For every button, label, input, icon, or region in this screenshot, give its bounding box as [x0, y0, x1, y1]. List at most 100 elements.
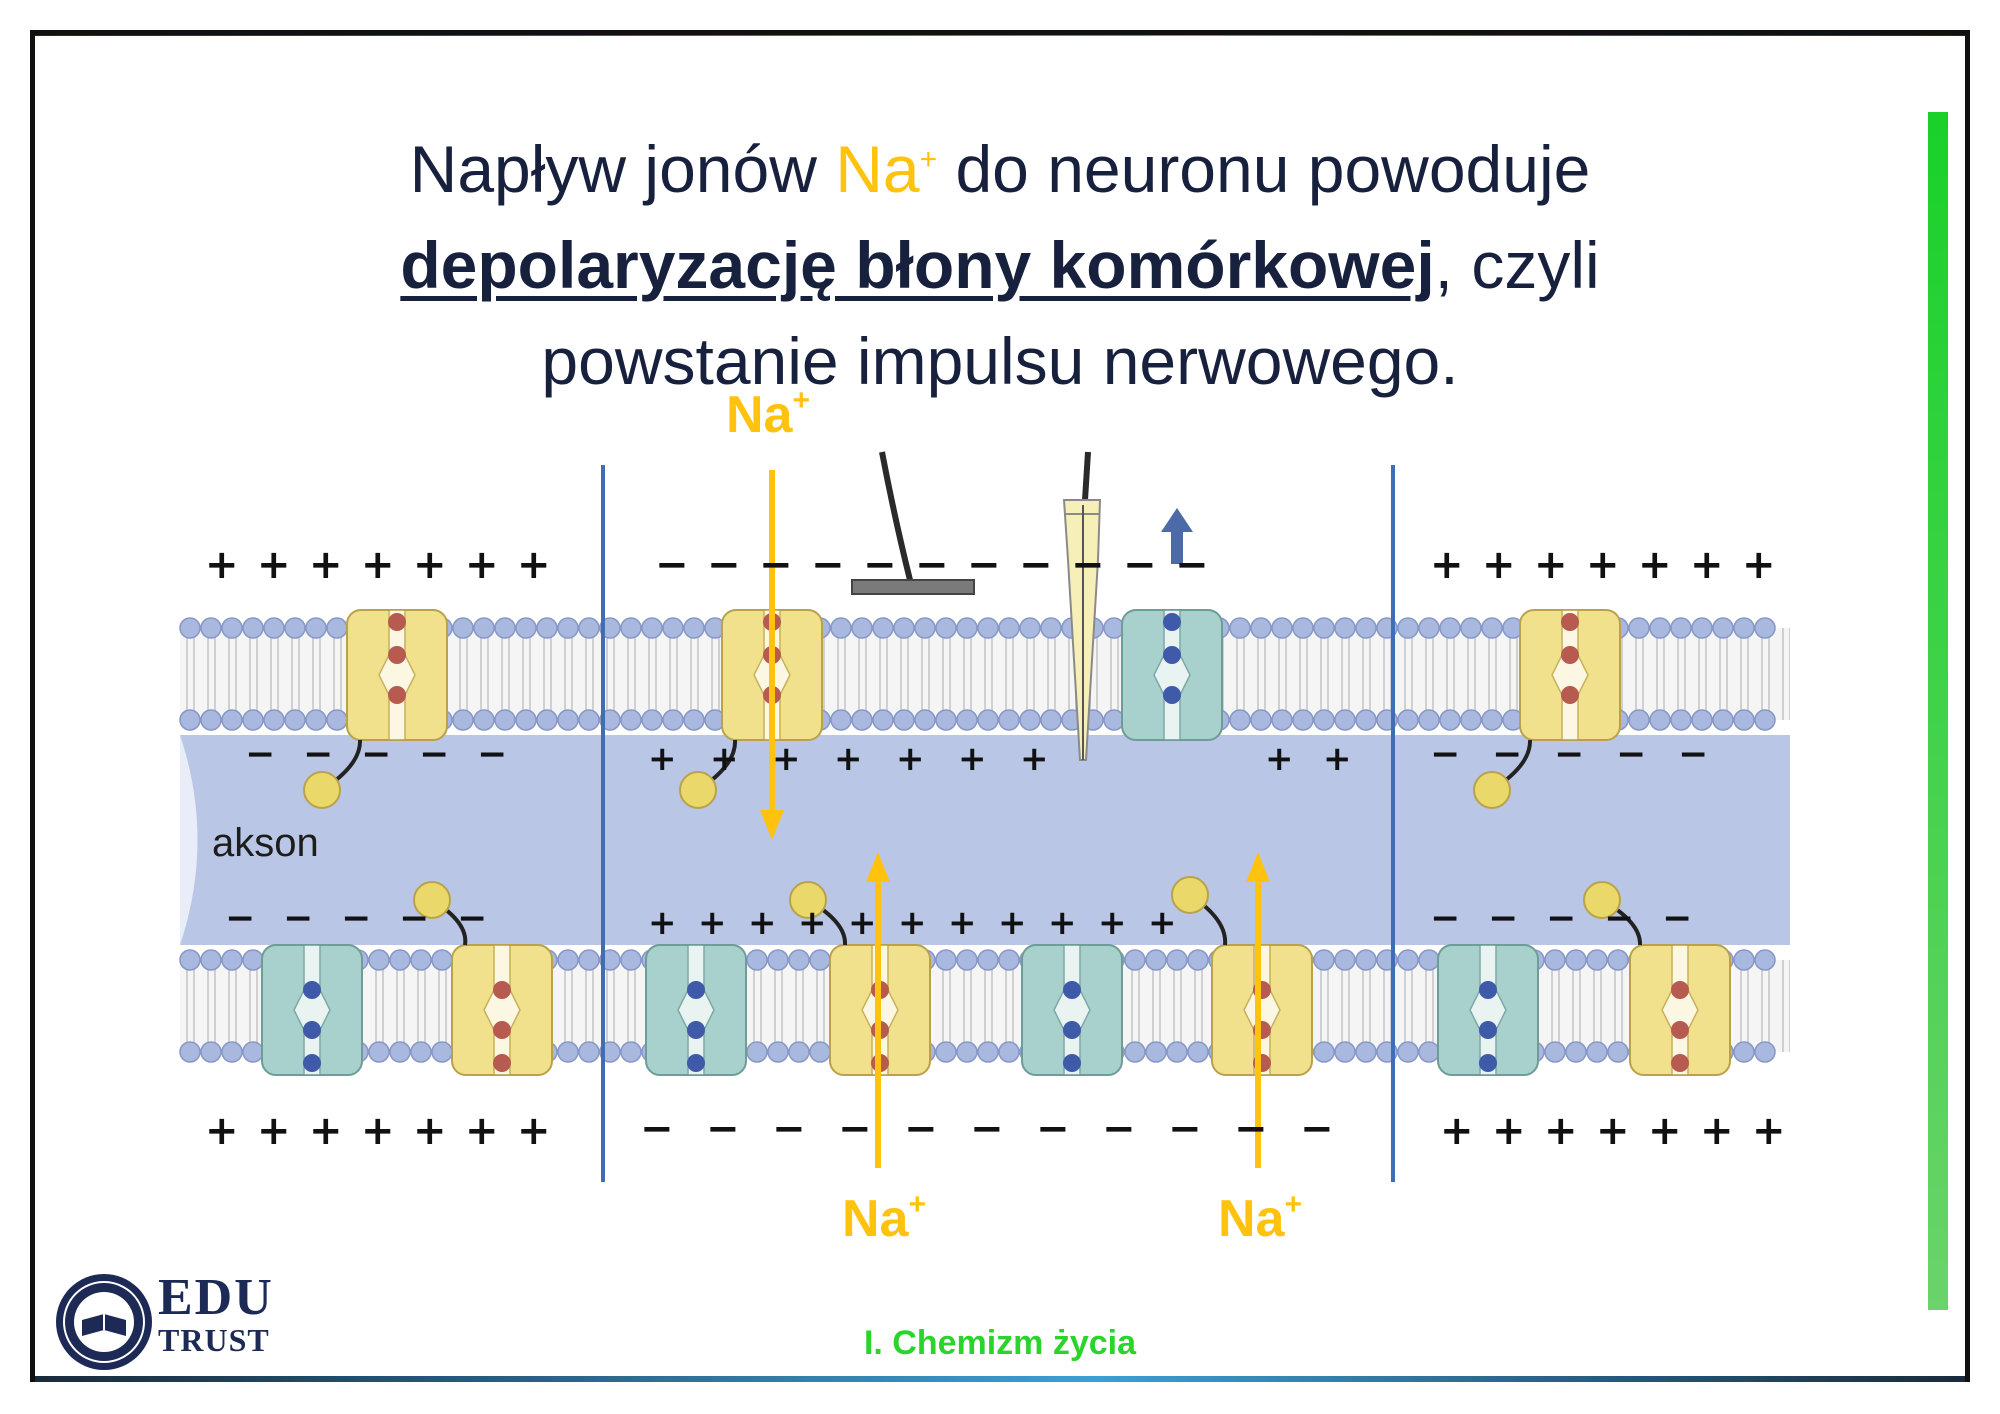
plus-charge: +	[1534, 542, 1568, 588]
minus-charge: −	[1168, 1106, 1202, 1152]
minus-charge: −	[838, 1106, 872, 1152]
plus-charge: +	[309, 1108, 343, 1154]
minus-charge: −	[1175, 542, 1209, 588]
title-text: do neuronu powoduje	[937, 132, 1591, 206]
plus-charge: +	[257, 542, 291, 588]
minus-charge: −	[1488, 898, 1518, 939]
minus-charge: −	[772, 1106, 806, 1152]
axon-label: akson	[212, 821, 319, 865]
minus-charge: −	[303, 734, 333, 775]
minus-charge: −	[477, 734, 507, 775]
title-na-symbol: Na	[835, 132, 920, 206]
plus-charge: +	[848, 903, 877, 943]
plus-charge: +	[1700, 1108, 1734, 1154]
plus-charge: +	[1492, 1108, 1526, 1154]
plus-charge: +	[1648, 1108, 1682, 1154]
minus-charge: −	[1019, 542, 1053, 588]
na-influx-arrow-top	[760, 470, 784, 840]
minus-charge: −	[245, 734, 275, 775]
plus-charge: +	[1596, 1108, 1630, 1154]
minus-charge: −	[457, 898, 487, 939]
plus-charge: +	[1440, 1108, 1474, 1154]
sodium-channel	[1629, 944, 1731, 1076]
footer-section-label: I. Chemizm życia	[863, 1324, 1137, 1362]
minus-charge: −	[1430, 898, 1460, 939]
minus-charge: −	[1102, 1106, 1136, 1152]
minus-charge: −	[967, 542, 1001, 588]
slide-title: Napływ jonów Na+ do neuronu powoduje dep…	[200, 112, 1800, 409]
minus-charge: −	[341, 898, 371, 939]
plus-charge: +	[1148, 903, 1177, 943]
stimulating-electrode	[851, 451, 975, 595]
minus-charge: −	[1036, 1106, 1070, 1152]
plus-charge: +	[958, 739, 987, 779]
minus-charge: −	[863, 542, 897, 588]
minus-charge: −	[759, 542, 793, 588]
plus-charge: +	[948, 903, 977, 943]
edu-trust-logo-emblem	[56, 1274, 152, 1370]
na-ion-label-top: Na+	[726, 384, 810, 444]
title-line-2: depolaryzację błony komórkowej, czyli	[200, 217, 1800, 313]
title-na-ion: Na+	[835, 132, 937, 206]
minus-charge: −	[399, 898, 429, 939]
sodium-channel	[346, 609, 448, 741]
axon-left-end	[180, 735, 198, 945]
minus-charge: −	[707, 542, 741, 588]
potassium-channel	[1437, 944, 1539, 1076]
plus-charge: +	[898, 903, 927, 943]
plus-charge: +	[1020, 739, 1049, 779]
sodium-channel	[451, 944, 553, 1076]
plus-charge: +	[798, 903, 827, 943]
minus-charge: −	[419, 734, 449, 775]
micropipette-electrode	[1062, 451, 1102, 761]
minus-charge: −	[811, 542, 845, 588]
plus-charge: +	[1265, 739, 1294, 779]
plus-charge: +	[205, 542, 239, 588]
minus-charge: −	[1430, 734, 1460, 775]
title-text: Napływ jonów	[409, 132, 836, 206]
inactivation-gate	[1473, 739, 1533, 809]
lower-membrane	[179, 949, 1790, 1063]
plus-charge: +	[648, 739, 677, 779]
plus-charge: +	[361, 1108, 395, 1154]
title-text: , czyli	[1434, 228, 1600, 302]
logo-edu: EDU	[158, 1269, 274, 1326]
plus-charge: +	[413, 1108, 447, 1154]
plus-charge: +	[309, 542, 343, 588]
plus-charge: +	[1482, 542, 1516, 588]
plus-charge: +	[517, 1108, 551, 1154]
minus-charge: −	[640, 1106, 674, 1152]
plus-charge: +	[1638, 542, 1672, 588]
plus-charge: +	[413, 542, 447, 588]
minus-charge: −	[915, 542, 949, 588]
inactivation-gate	[789, 881, 848, 946]
minus-charge: −	[225, 898, 255, 939]
minus-charge: −	[1300, 1106, 1334, 1152]
plus-charge: +	[1742, 542, 1776, 588]
plus-charge: +	[361, 542, 395, 588]
plus-charge: +	[834, 739, 863, 779]
minus-charge: −	[1123, 542, 1157, 588]
na-influx-arrow-bottom-left	[866, 852, 890, 1168]
plus-charge: +	[896, 739, 925, 779]
plus-charge: +	[1690, 542, 1724, 588]
potassium-channel	[1021, 944, 1123, 1076]
inactivation-gate	[679, 739, 738, 809]
minus-charge: −	[361, 734, 391, 775]
potassium-channel	[645, 944, 747, 1076]
minus-charge: −	[655, 542, 689, 588]
plus-charge: +	[772, 739, 801, 779]
inactivation-gate	[1583, 881, 1643, 946]
sodium-channel	[1519, 609, 1621, 741]
plus-charge: +	[648, 903, 677, 943]
potassium-channel	[261, 944, 363, 1076]
minus-charge: −	[1546, 898, 1576, 939]
plus-charge: +	[710, 739, 739, 779]
inactivation-gate	[1171, 876, 1228, 946]
na-ion-label-bottom-right: Na+	[1218, 1188, 1302, 1248]
plus-charge: +	[465, 1108, 499, 1154]
minus-charge: −	[1662, 898, 1692, 939]
plus-charge: +	[465, 542, 499, 588]
membrane-charges: +++++++−−−−−−−−−−−+++++++−−−−−+++++++++−…	[205, 542, 1786, 1154]
plus-charge: +	[748, 903, 777, 943]
